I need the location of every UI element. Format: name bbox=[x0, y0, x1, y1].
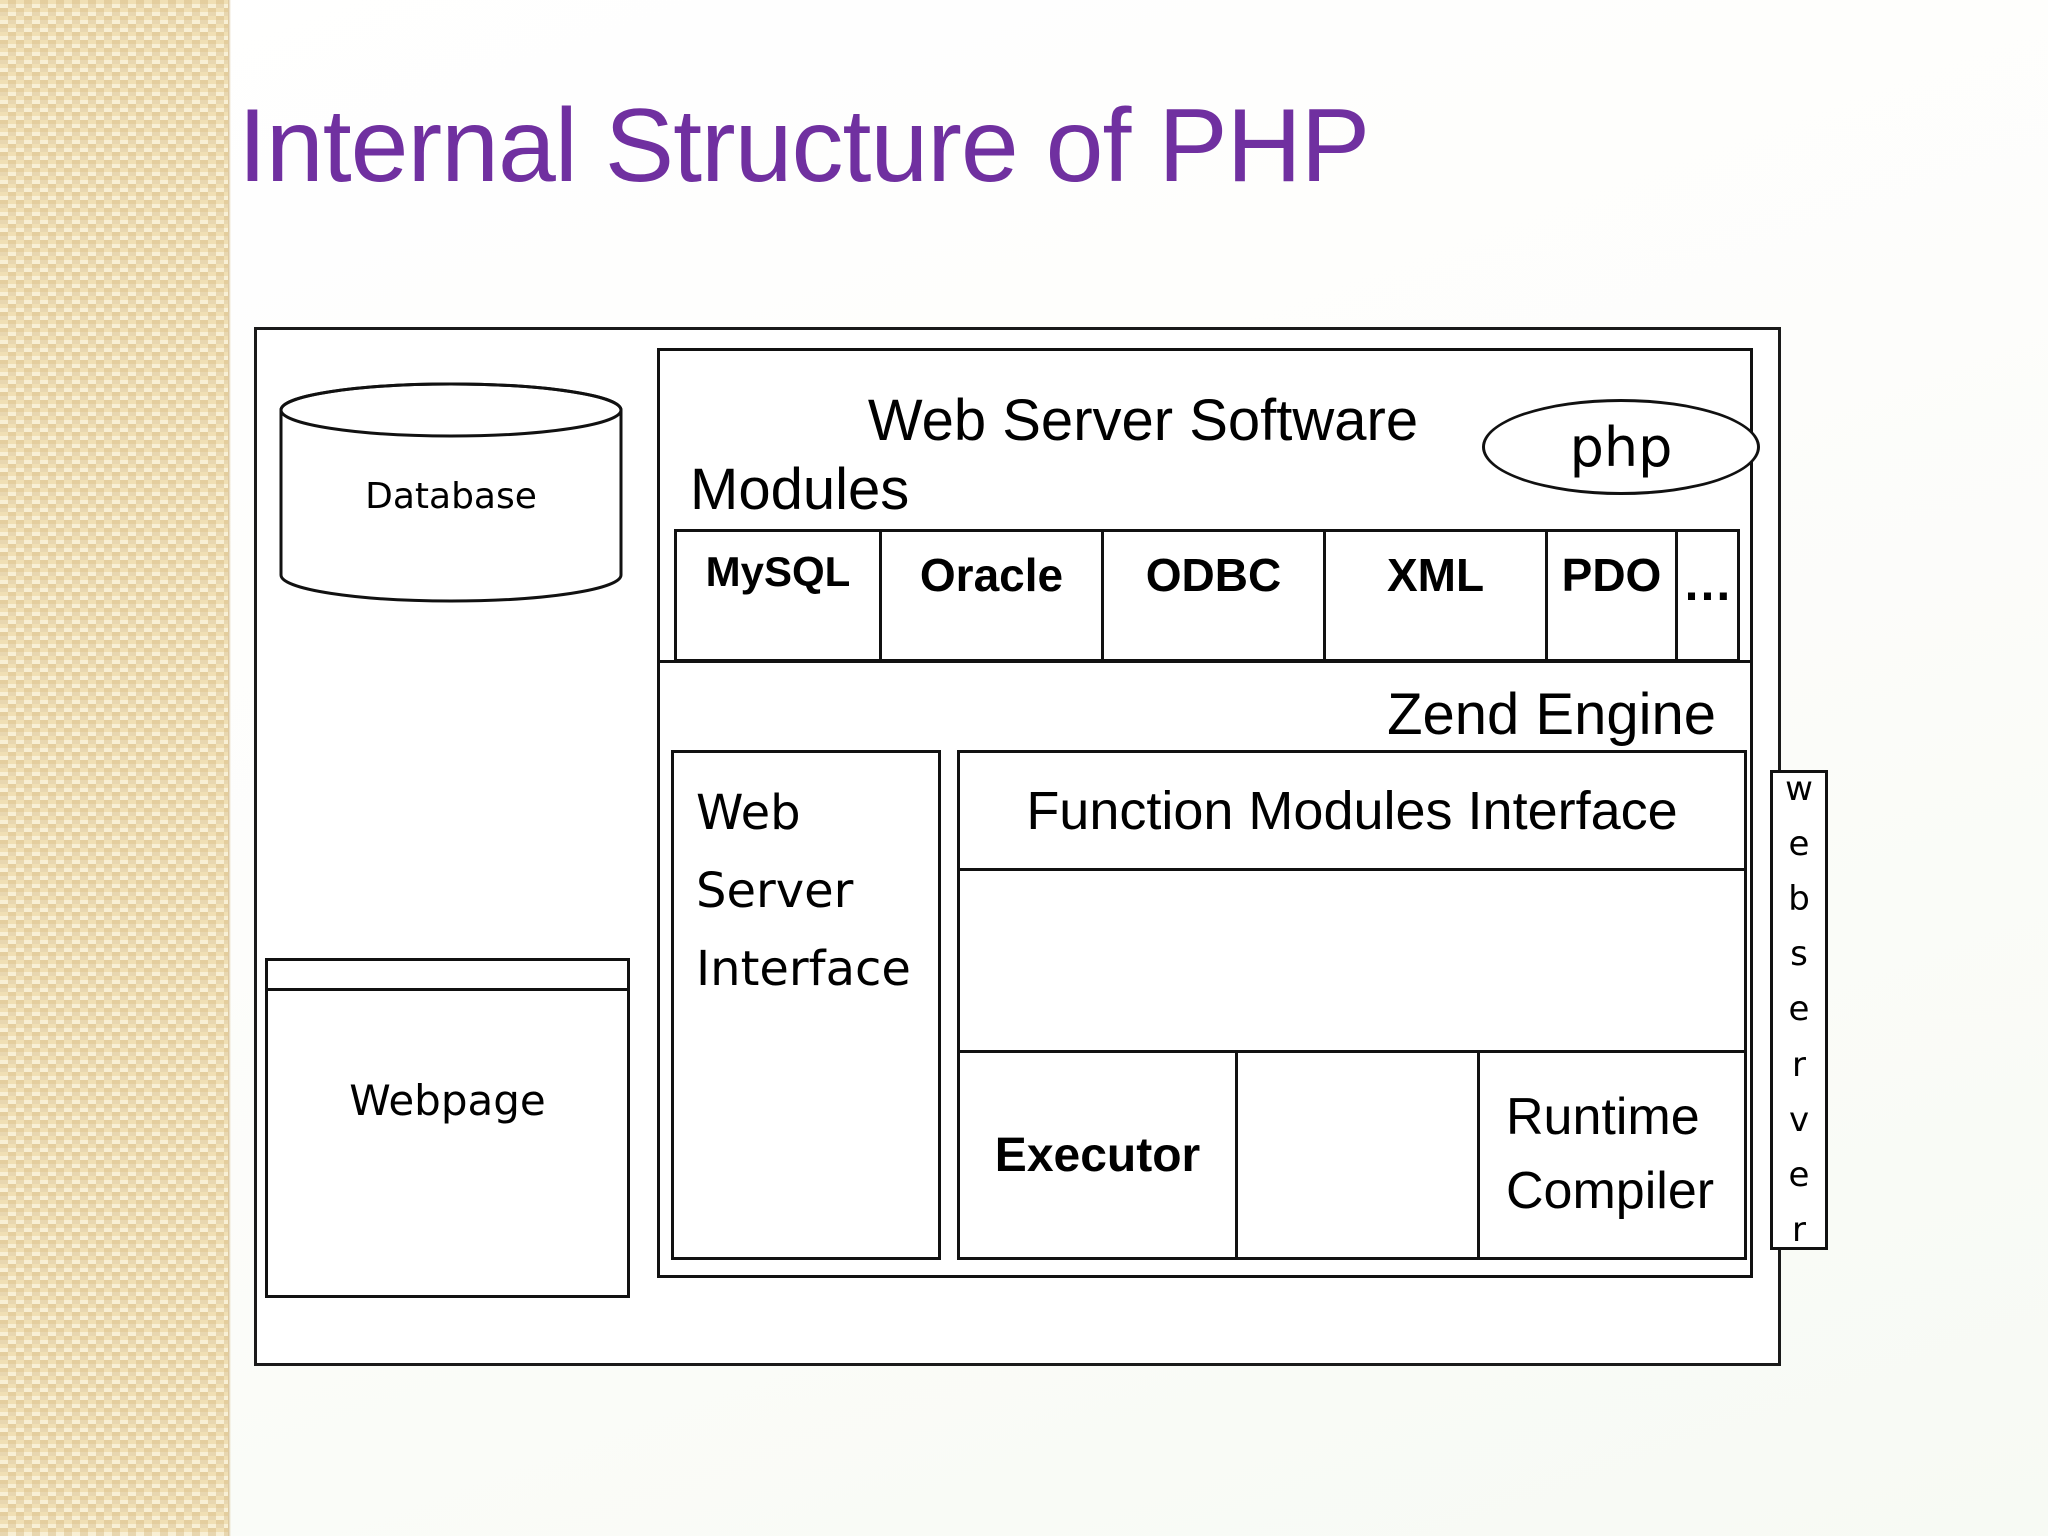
runtime-compiler-cell: Runtime Compiler bbox=[1480, 1053, 1744, 1257]
page-title: Internal Structure of PHP bbox=[238, 88, 1370, 204]
web-server-interface-box: Web Server Interface bbox=[671, 750, 941, 1260]
zend-executor-row: Executor Runtime Compiler bbox=[960, 1053, 1744, 1257]
zend-engine-title: Zend Engine bbox=[1387, 682, 1716, 747]
webserver-letter: e bbox=[1788, 1154, 1810, 1195]
zend-blank-row bbox=[960, 871, 1744, 1053]
wsi-line-2: Server bbox=[696, 862, 854, 919]
webpage-titlebar bbox=[265, 958, 630, 988]
web-server-software-title: Web Server Software bbox=[867, 388, 1419, 453]
module-cell-mysql: MySQL bbox=[677, 532, 882, 659]
zend-empty-cell bbox=[1238, 1053, 1480, 1257]
webserver-vertical-strip: w e b s e r v e r bbox=[1770, 769, 1828, 1250]
webpage-window-shape: Webpage bbox=[265, 958, 630, 1298]
wsi-line-1: Web bbox=[696, 785, 801, 841]
sidebar-edge-divider bbox=[228, 0, 231, 1536]
module-cell-more: … bbox=[1682, 555, 1733, 611]
zend-engine-inner-stack: Function Modules Interface Executor Runt… bbox=[957, 750, 1747, 1260]
function-modules-interface-row: Function Modules Interface bbox=[960, 753, 1744, 871]
module-cell-pdo: PDO bbox=[1548, 532, 1678, 659]
modules-label: Modules bbox=[690, 457, 910, 522]
webserver-letter: v bbox=[1788, 1099, 1810, 1140]
webserver-letter: w bbox=[1785, 769, 1813, 810]
wsi-line-3: Interface bbox=[696, 940, 911, 997]
web-server-interface-label: Web Server Interface bbox=[696, 775, 911, 1008]
webserver-letter: e bbox=[1788, 824, 1810, 865]
webserver-letter: r bbox=[1792, 1209, 1806, 1250]
webserver-letter: e bbox=[1788, 989, 1810, 1030]
executor-cell: Executor bbox=[960, 1053, 1238, 1257]
decorative-sidebar-texture bbox=[0, 0, 228, 1536]
architecture-diagram-frame: Database Webpage Web Server Software Mod… bbox=[254, 327, 1828, 1366]
module-cell-oracle: Oracle bbox=[882, 532, 1104, 659]
runtime-compiler-line-2: Compiler bbox=[1506, 1162, 1715, 1220]
php-badge-ellipse: php bbox=[1482, 399, 1760, 495]
webpage-body bbox=[265, 988, 630, 1298]
database-cylinder-shape: Database bbox=[275, 380, 627, 605]
modules-table: MySQL Oracle ODBC XML PDO … bbox=[674, 529, 1740, 662]
webserver-letter: r bbox=[1792, 1044, 1806, 1085]
database-label: Database bbox=[365, 476, 537, 517]
runtime-compiler-line-1: Runtime bbox=[1506, 1088, 1700, 1147]
module-cell-xml: XML bbox=[1326, 532, 1548, 659]
module-cell-odbc: ODBC bbox=[1104, 532, 1326, 659]
webpage-label: Webpage bbox=[349, 1076, 546, 1125]
webserver-letter: b bbox=[1788, 879, 1810, 920]
webserver-letter: s bbox=[1790, 934, 1808, 975]
